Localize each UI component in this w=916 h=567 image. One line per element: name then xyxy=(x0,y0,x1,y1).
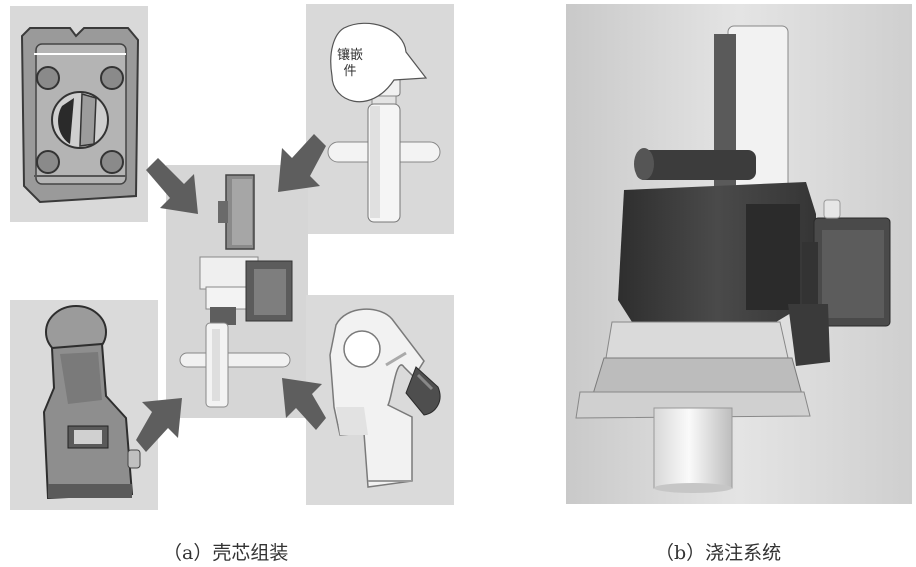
callout-line-1: 镶嵌 xyxy=(336,48,363,63)
arrow-from-bottom-left xyxy=(136,398,182,452)
arrow-from-top-right xyxy=(278,134,326,192)
assembly-part xyxy=(179,174,293,408)
callout-line-2: 件 xyxy=(343,64,357,79)
arrows-layer xyxy=(136,134,326,452)
mounting-plate-part xyxy=(20,27,140,204)
tile-pouring-system xyxy=(566,4,912,504)
arrow-from-bottom-right xyxy=(282,378,326,430)
hook-part xyxy=(329,308,441,488)
lever-part xyxy=(42,305,141,500)
callout-bubble xyxy=(330,22,428,103)
tile-center-assembly xyxy=(166,165,308,418)
tile-top-left-plate xyxy=(10,6,148,222)
caption-b: （b）浇注系统 xyxy=(655,542,782,564)
pouring-system-part xyxy=(575,25,891,493)
tile-top-right-insert xyxy=(306,4,454,234)
tile-bottom-left-lever xyxy=(10,300,158,510)
tile-bottom-right-hook xyxy=(306,295,454,505)
arrow-from-top-left xyxy=(146,158,198,214)
caption-a: （a）壳芯组装 xyxy=(163,542,289,564)
callout-text: 镶嵌 件 xyxy=(320,48,380,80)
